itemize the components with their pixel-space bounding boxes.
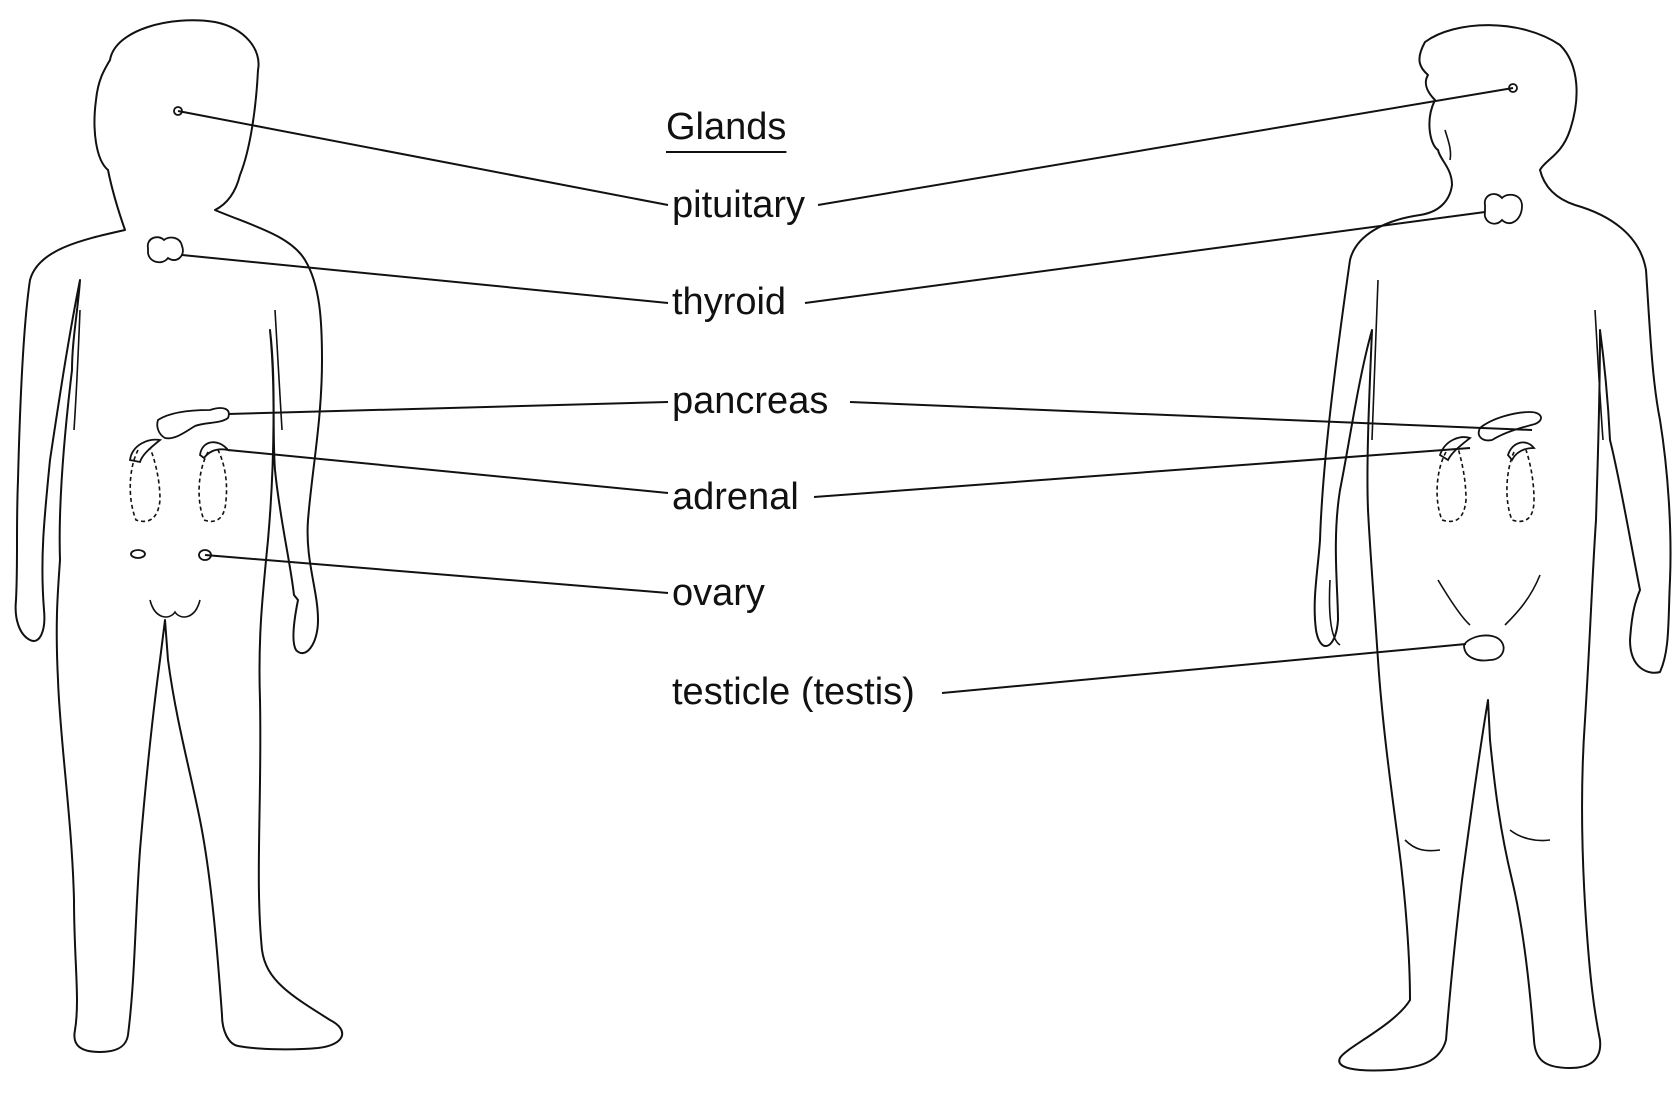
female-kidney-left — [130, 448, 160, 521]
leader-thyroid-male — [805, 212, 1485, 303]
female-hip-line — [150, 600, 200, 617]
male-kidney-left — [1437, 448, 1466, 521]
male-knee-right — [1510, 830, 1550, 841]
female-body-outline — [16, 20, 343, 1052]
leader-ovary-female — [205, 555, 668, 593]
leader-thyroid-female — [182, 255, 668, 303]
male-adrenal-gland-right — [1508, 442, 1534, 460]
male-body-outline — [1315, 25, 1671, 1070]
leader-pancreas-male — [850, 402, 1532, 430]
male-knee-left — [1405, 840, 1440, 851]
female-figure — [16, 20, 343, 1052]
female-kidney-right — [199, 450, 226, 521]
male-pancreas-gland — [1479, 412, 1541, 440]
male-figure — [1315, 25, 1671, 1070]
male-kidney-right — [1507, 450, 1534, 521]
female-pancreas-gland — [157, 408, 229, 438]
label-thyroid: thyroid — [670, 283, 788, 321]
leader-testicle-male — [942, 644, 1466, 693]
label-ovary: ovary — [670, 574, 767, 612]
male-testicle-gland — [1464, 635, 1504, 660]
male-groin-line — [1438, 575, 1540, 625]
leader-pancreas-female — [228, 402, 668, 414]
leader-pituitary-female — [178, 111, 668, 205]
female-adrenal-gland-right — [200, 442, 228, 458]
glands-heading: Glands — [664, 108, 788, 146]
female-thyroid-gland — [148, 237, 183, 262]
leader-adrenal-female — [228, 450, 668, 493]
female-ovary-left — [131, 550, 145, 558]
male-thyroid-gland — [1485, 194, 1522, 224]
label-testicle: testicle (testis) — [670, 673, 917, 711]
label-pituitary: pituitary — [670, 186, 807, 224]
male-arm-line-left — [1372, 280, 1378, 440]
leader-adrenal-male — [814, 448, 1470, 497]
leader-pituitary-male — [818, 88, 1513, 205]
label-pancreas: pancreas — [670, 382, 830, 420]
label-adrenal: adrenal — [670, 478, 801, 516]
male-face-line — [1445, 130, 1451, 160]
